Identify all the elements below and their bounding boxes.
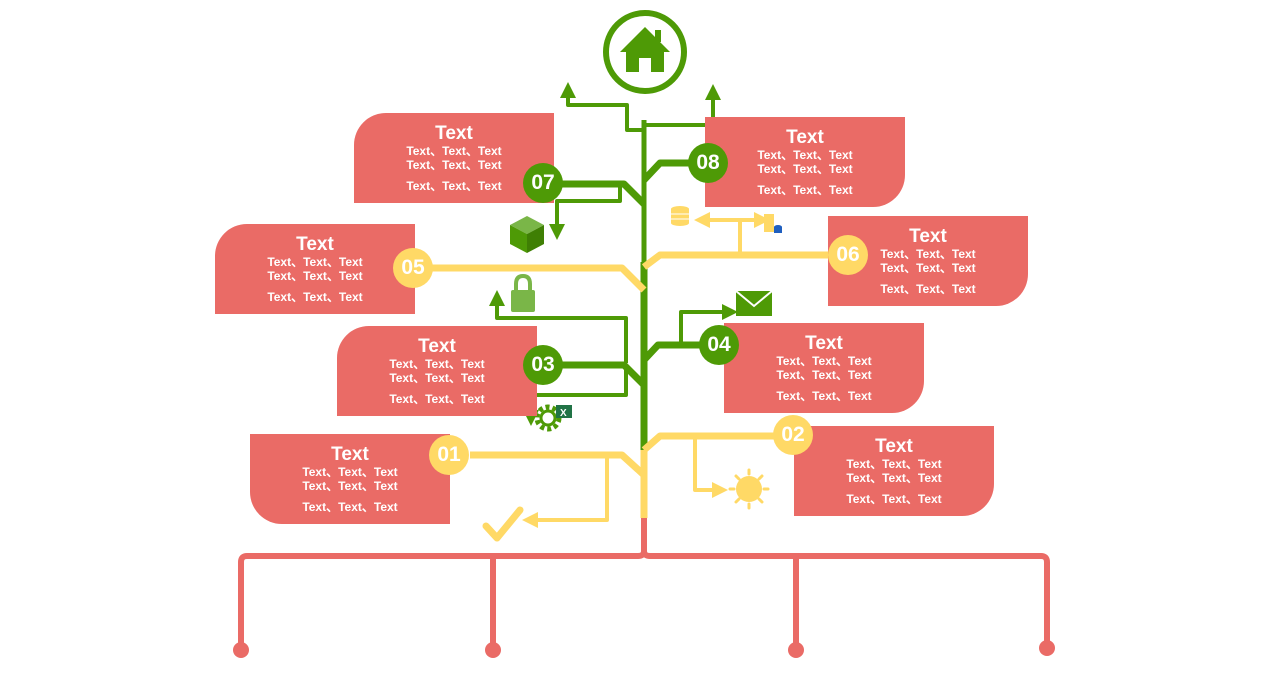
envelope-icon <box>735 290 773 316</box>
card-text: Text、Text、Text <box>776 354 872 368</box>
card-title: Text <box>331 444 369 465</box>
card-title: Text <box>296 234 334 255</box>
card-text: Text、Text、Text <box>757 183 853 197</box>
badge-05: 05 <box>393 248 433 288</box>
card-text: Text、Text、Text <box>302 500 398 514</box>
house-icon <box>620 27 670 72</box>
card-07: Text Text、Text、Text Text、Text、Text Text、… <box>354 113 554 203</box>
badge-08: 08 <box>688 143 728 183</box>
card-text: Text、Text、Text <box>302 465 398 479</box>
card-text: Text、Text、Text <box>302 479 398 493</box>
badge-03: 03 <box>523 345 563 385</box>
card-02: Text Text、Text、Text Text、Text、Text Text、… <box>794 426 994 516</box>
card-text: Text、Text、Text <box>389 392 485 406</box>
root-nodes <box>233 640 1055 658</box>
roots <box>238 516 1050 648</box>
card-title: Text <box>435 123 473 144</box>
card-text: Text、Text、Text <box>880 247 976 261</box>
gear-excel-icon: X <box>534 404 572 432</box>
card-title: Text <box>875 436 913 457</box>
card-05: Text Text、Text、Text Text、Text、Text Text、… <box>215 224 415 314</box>
card-text: Text、Text、Text <box>880 282 976 296</box>
secondary-arrows <box>489 82 770 528</box>
card-text: Text、Text、Text <box>757 162 853 176</box>
card-01: Text Text、Text、Text Text、Text、Text Text、… <box>250 434 450 524</box>
card-text: Text、Text、Text <box>776 368 872 382</box>
card-title: Text <box>418 336 456 357</box>
card-text: Text、Text、Text <box>846 457 942 471</box>
card-text: Text、Text、Text <box>406 144 502 158</box>
card-text: Text、Text、Text <box>267 290 363 304</box>
card-text: Text、Text、Text <box>757 148 853 162</box>
badge-01: 01 <box>429 435 469 475</box>
card-text: Text、Text、Text <box>846 492 942 506</box>
cube-icon <box>510 216 544 253</box>
card-text: Text、Text、Text <box>880 261 976 275</box>
card-title: Text <box>786 127 824 148</box>
trunk <box>430 120 830 518</box>
card-text: Text、Text、Text <box>776 389 872 403</box>
card-text: Text、Text、Text <box>267 255 363 269</box>
card-title: Text <box>805 333 843 354</box>
card-title: Text <box>909 226 947 247</box>
database-icon <box>671 206 782 233</box>
checkmark-icon <box>482 506 524 542</box>
badge-07: 07 <box>523 163 563 203</box>
card-text: Text、Text、Text <box>846 471 942 485</box>
badge-02: 02 <box>773 415 813 455</box>
card-text: Text、Text、Text <box>389 357 485 371</box>
house-node <box>603 10 687 94</box>
badge-04: 04 <box>699 325 739 365</box>
card-text: Text、Text、Text <box>406 158 502 172</box>
card-04: Text Text、Text、Text Text、Text、Text Text、… <box>724 323 924 413</box>
card-03: Text Text、Text、Text Text、Text、Text Text、… <box>337 326 537 416</box>
sun-icon <box>728 468 770 510</box>
badge-06: 06 <box>828 235 868 275</box>
svg-text:X: X <box>560 408 567 419</box>
padlock-icon <box>511 273 535 312</box>
card-text: Text、Text、Text <box>389 371 485 385</box>
card-08: Text Text、Text、Text Text、Text、Text Text、… <box>705 117 905 207</box>
card-text: Text、Text、Text <box>406 179 502 193</box>
card-text: Text、Text、Text <box>267 269 363 283</box>
